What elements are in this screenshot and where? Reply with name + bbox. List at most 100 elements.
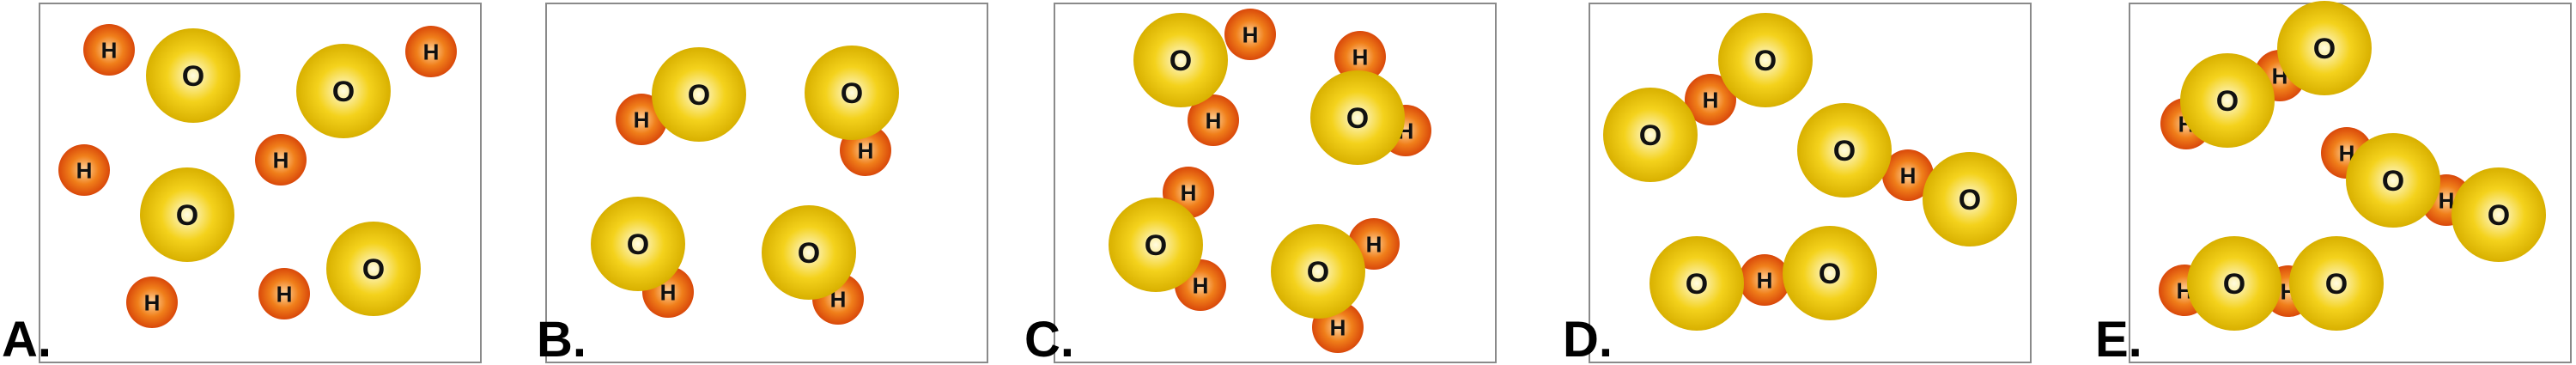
oxygen-atom-circle [2187,236,2281,331]
oxygen-atom-circle [1923,152,2017,246]
hydrogen-atom-label: H [423,39,440,64]
panel-c-oxygen-atom-4: O [1271,224,1365,319]
panel-a-hydrogen-atom-1: H [83,24,135,76]
panel-d-oxygen-atom-3: O [1797,103,1892,198]
hydrogen-atom-circle [58,144,110,196]
oxygen-atom-circle [652,47,746,142]
hydrogen-atom-circle [255,134,307,186]
hydrogen-atom-label: H [76,157,93,183]
hydrogen-atom-circle [1224,9,1276,60]
oxygen-atom-label: O [1819,258,1841,290]
hydrogen-atom-label: H [1900,162,1917,188]
panel-a-hydrogen-atom-4: H [255,134,307,186]
oxygen-atom-label: O [798,237,820,270]
oxygen-atom-label: O [627,228,649,261]
panel-d-hydrogen-atom-3: H [1739,254,1790,306]
hydrogen-atom-label: H [634,106,650,132]
oxygen-atom-label: O [1686,268,1708,301]
oxygen-atom-circle [2180,53,2275,148]
panel-e-oxygen-atom-1: O [2180,53,2275,148]
oxygen-atom-circle [591,197,685,291]
panel-c-hydrogen-atom-1: H [1224,9,1276,60]
oxygen-atom-label: O [1639,119,1662,152]
oxygen-atom-label: O [688,79,710,112]
hydrogen-atom-label: H [1757,267,1773,293]
oxygen-atom-circle [326,222,421,316]
panel-b-oxygen-atom-1: O [652,47,746,142]
panel-a-hydrogen-atom-2: H [405,26,457,77]
hydrogen-atom-label: H [660,279,677,305]
panel-c-oxygen-atom-1: O [1133,13,1228,107]
panel-c-label: C. [1024,312,1074,365]
oxygen-atom-label: O [1170,45,1192,77]
hydrogen-atom-label: H [273,147,289,173]
oxygen-atom-circle [1109,198,1203,292]
oxygen-atom-circle [140,167,234,262]
hydrogen-atom-circle [1188,94,1239,146]
hydrogen-atom-label: H [1703,87,1719,113]
oxygen-atom-circle [2451,167,2546,262]
panel-a-hydrogen-atom-5: H [126,277,178,328]
panel-c-frame [1054,3,1497,363]
oxygen-atom-circle [1310,70,1405,165]
oxygen-atom-circle [1603,88,1698,182]
panel-a-label: A. [2,312,52,365]
oxygen-atom-label: O [1346,102,1369,135]
oxygen-atom-circle [1718,13,1813,107]
hydrogen-atom-label: H [1352,44,1369,70]
panel-b-oxygen-atom-3: O [591,197,685,291]
panel-d-hydrogen-atom-1: H [1685,74,1736,125]
oxygen-atom-circle [146,28,240,123]
hydrogen-atom-circle [405,26,457,77]
hydrogen-atom-label: H [1366,231,1382,257]
panel-a: H H H H H H O O O O A. [2,3,482,365]
panel-d-hydrogen-atom-2: H [1882,149,1934,201]
oxygen-atom-label: O [841,77,863,110]
panel-b-oxygen-atom-2: O [805,46,899,140]
oxygen-atom-label: O [2313,33,2336,65]
panel-c-oxygen-atom-3: O [1109,198,1203,292]
panel-c-oxygen-atom-2: O [1310,70,1405,165]
oxygen-atom-label: O [2216,85,2239,118]
panel-d-oxygen-atom-5: O [1649,236,1744,331]
oxygen-atom-circle [1649,236,1744,331]
panel-e-oxygen-atom-4: O [2451,167,2546,262]
oxygen-atom-circle [296,44,391,138]
oxygen-atom-label: O [332,76,355,108]
panel-d-oxygen-atom-4: O [1923,152,2017,246]
hydrogen-atom-label: H [1242,21,1259,47]
panel-d-label: D. [1563,312,1613,365]
hydrogen-atom-label: H [2439,187,2455,213]
panel-a-oxygen-atom-4: O [326,222,421,316]
oxygen-atom-label: O [1959,184,1981,216]
panel-a-oxygen-atom-1: O [146,28,240,123]
oxygen-atom-label: O [1307,256,1329,289]
panel-d-oxygen-atom-1: O [1603,88,1698,182]
oxygen-atom-label: O [182,60,204,93]
oxygen-atom-label: O [1145,229,1167,262]
panel-d-oxygen-atom-6: O [1783,226,1877,320]
hydrogen-atom-circle [1334,31,1386,82]
oxygen-atom-circle [2289,236,2384,331]
panel-e-oxygen-atom-6: O [2289,236,2384,331]
hydrogen-atom-label: H [1193,272,1209,298]
oxygen-atom-circle [1133,13,1228,107]
panel-b-label: B. [537,312,586,365]
oxygen-atom-label: O [1833,135,1856,167]
hydrogen-atom-circle [1685,74,1736,125]
hydrogen-atom-label: H [276,281,293,307]
oxygen-atom-label: O [176,199,198,232]
hydrogen-atom-circle [126,277,178,328]
panel-b-oxygen-atom-4: O [762,205,856,300]
panel-b-frame [545,3,988,363]
panel-a-hydrogen-atom-6: H [258,268,310,319]
hydrogen-atom-label: H [1206,107,1222,133]
oxygen-atom-circle [1783,226,1877,320]
oxygen-atom-label: O [2223,268,2245,301]
hydrogen-atom-label: H [144,289,161,315]
